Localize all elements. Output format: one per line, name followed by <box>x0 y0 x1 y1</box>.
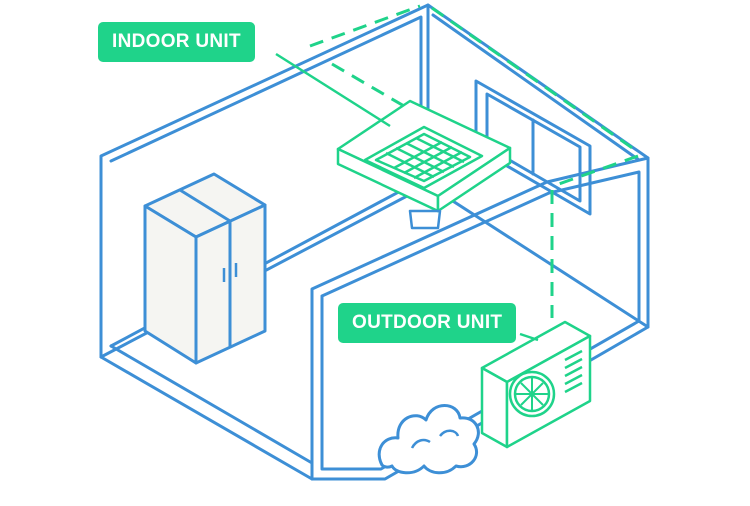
window <box>474 79 592 216</box>
wardrobe-cabinet <box>143 172 267 365</box>
outdoor-unit-label: OUTDOOR UNIT <box>338 303 517 343</box>
bush <box>377 404 480 475</box>
label-leaders <box>275 52 539 342</box>
refrigerant-piping <box>309 4 639 318</box>
indoor-unit-label: INDOOR UNIT <box>98 22 255 62</box>
indoor-unit <box>336 99 512 230</box>
outdoor-unit <box>480 320 592 449</box>
floor-edge <box>99 355 314 481</box>
